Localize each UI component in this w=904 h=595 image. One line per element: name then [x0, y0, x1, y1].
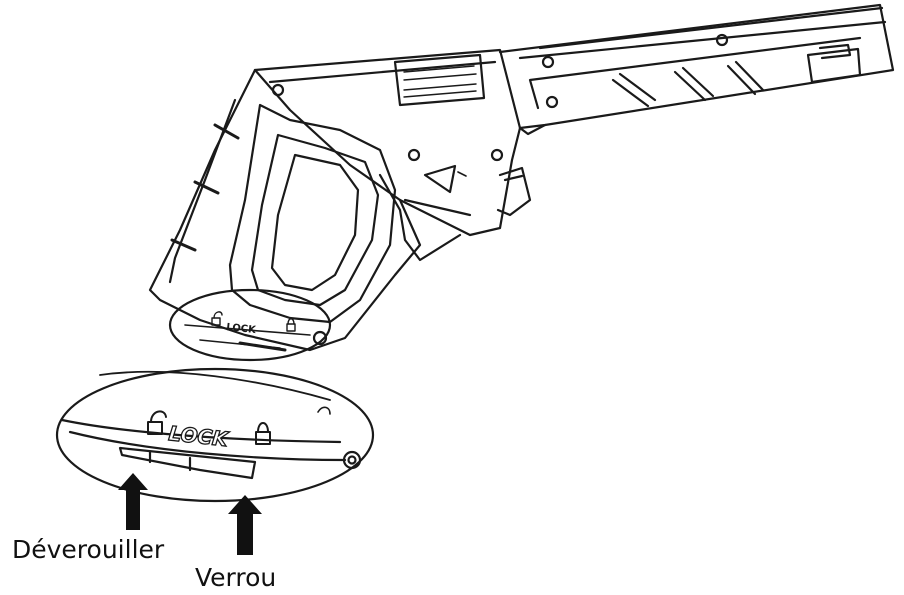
barrel-rib — [673, 70, 707, 102]
lock-area-highlight — [168, 288, 332, 362]
lock-label: Verrou — [195, 563, 277, 592]
closed-padlock-icon — [286, 318, 296, 332]
screws — [271, 33, 729, 162]
lock-slider — [118, 446, 257, 480]
barrel-rib — [726, 64, 757, 96]
barrel-rib — [611, 78, 650, 108]
unlock-arrow-icon — [118, 473, 148, 530]
closed-padlock-icon — [255, 422, 271, 445]
zoom-detail — [55, 367, 375, 503]
unlock-label: Déverouiller — [12, 535, 165, 564]
trigger-guard-outer — [228, 103, 397, 324]
zoom-screw — [342, 450, 362, 470]
lock-mark-zoom: LOCK — [167, 421, 230, 451]
open-padlock-icon — [211, 311, 223, 326]
trigger — [270, 153, 360, 292]
gun-handle — [148, 68, 422, 352]
barrel-nozzle-socket — [806, 47, 862, 84]
open-padlock-icon — [147, 410, 167, 435]
gun-barrel — [498, 3, 895, 136]
triangle-arrow-icon — [423, 164, 457, 194]
lock-arrow-icon — [228, 495, 262, 555]
lock-mark-small: LOCK — [226, 322, 258, 336]
rating-plate — [393, 53, 486, 107]
trigger-lock-lever — [496, 166, 532, 217]
trigger-guard-inner — [250, 133, 380, 307]
